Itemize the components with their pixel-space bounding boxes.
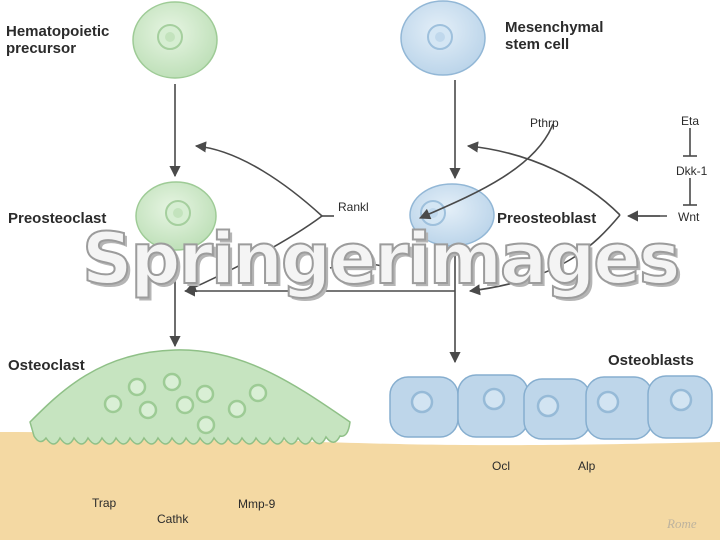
cathk-label: Cathk — [157, 512, 189, 526]
dkk1-label: Dkk-1 — [676, 164, 708, 178]
arrow-rankl-lower — [329, 262, 391, 269]
trap-label: Trap — [92, 496, 117, 510]
arrow-rankl-to-precursor — [194, 141, 323, 217]
ocl-label: Ocl — [492, 459, 510, 473]
mesenchymal-stem-cell — [400, 0, 486, 76]
preosteoclast-cell — [135, 181, 217, 251]
mmp9-label: Mmp-9 — [238, 497, 276, 511]
osteoclast-label: Osteoclast — [8, 357, 85, 374]
preosteoblast-label: Preosteoblast — [497, 210, 597, 227]
arrow-pthrp-to-preosteoblast — [418, 123, 554, 220]
osteoblasts-label: Osteoblasts — [608, 352, 694, 369]
image-credit: Rome — [667, 516, 697, 531]
osteoclast-cell — [29, 349, 351, 445]
hematopoietic-label: Hematopoietic precursor — [6, 23, 110, 57]
mesenchymal-label: Mesenchymal stem cell — [505, 19, 604, 53]
bone-matrix — [0, 432, 720, 540]
arrow-preosteoblast-to-precursor — [466, 141, 621, 216]
eta-label: Eta — [681, 114, 700, 128]
pthrp-label: Pthrp — [530, 116, 559, 130]
arrow-rankl-to-preosteoclast-line — [184, 215, 323, 293]
rankl-label: Rankl — [338, 200, 369, 214]
hematopoietic-precursor-cell — [132, 1, 218, 79]
wnt-label: Wnt — [678, 210, 700, 224]
arrow-preosteoblast-to-osteoclast-line — [468, 214, 621, 296]
alp-label: Alp — [578, 459, 596, 473]
osteoblast-cells — [389, 374, 713, 440]
watermark: Springerimages — [81, 217, 681, 301]
preosteoclast-label: Preosteoclast — [8, 210, 107, 227]
